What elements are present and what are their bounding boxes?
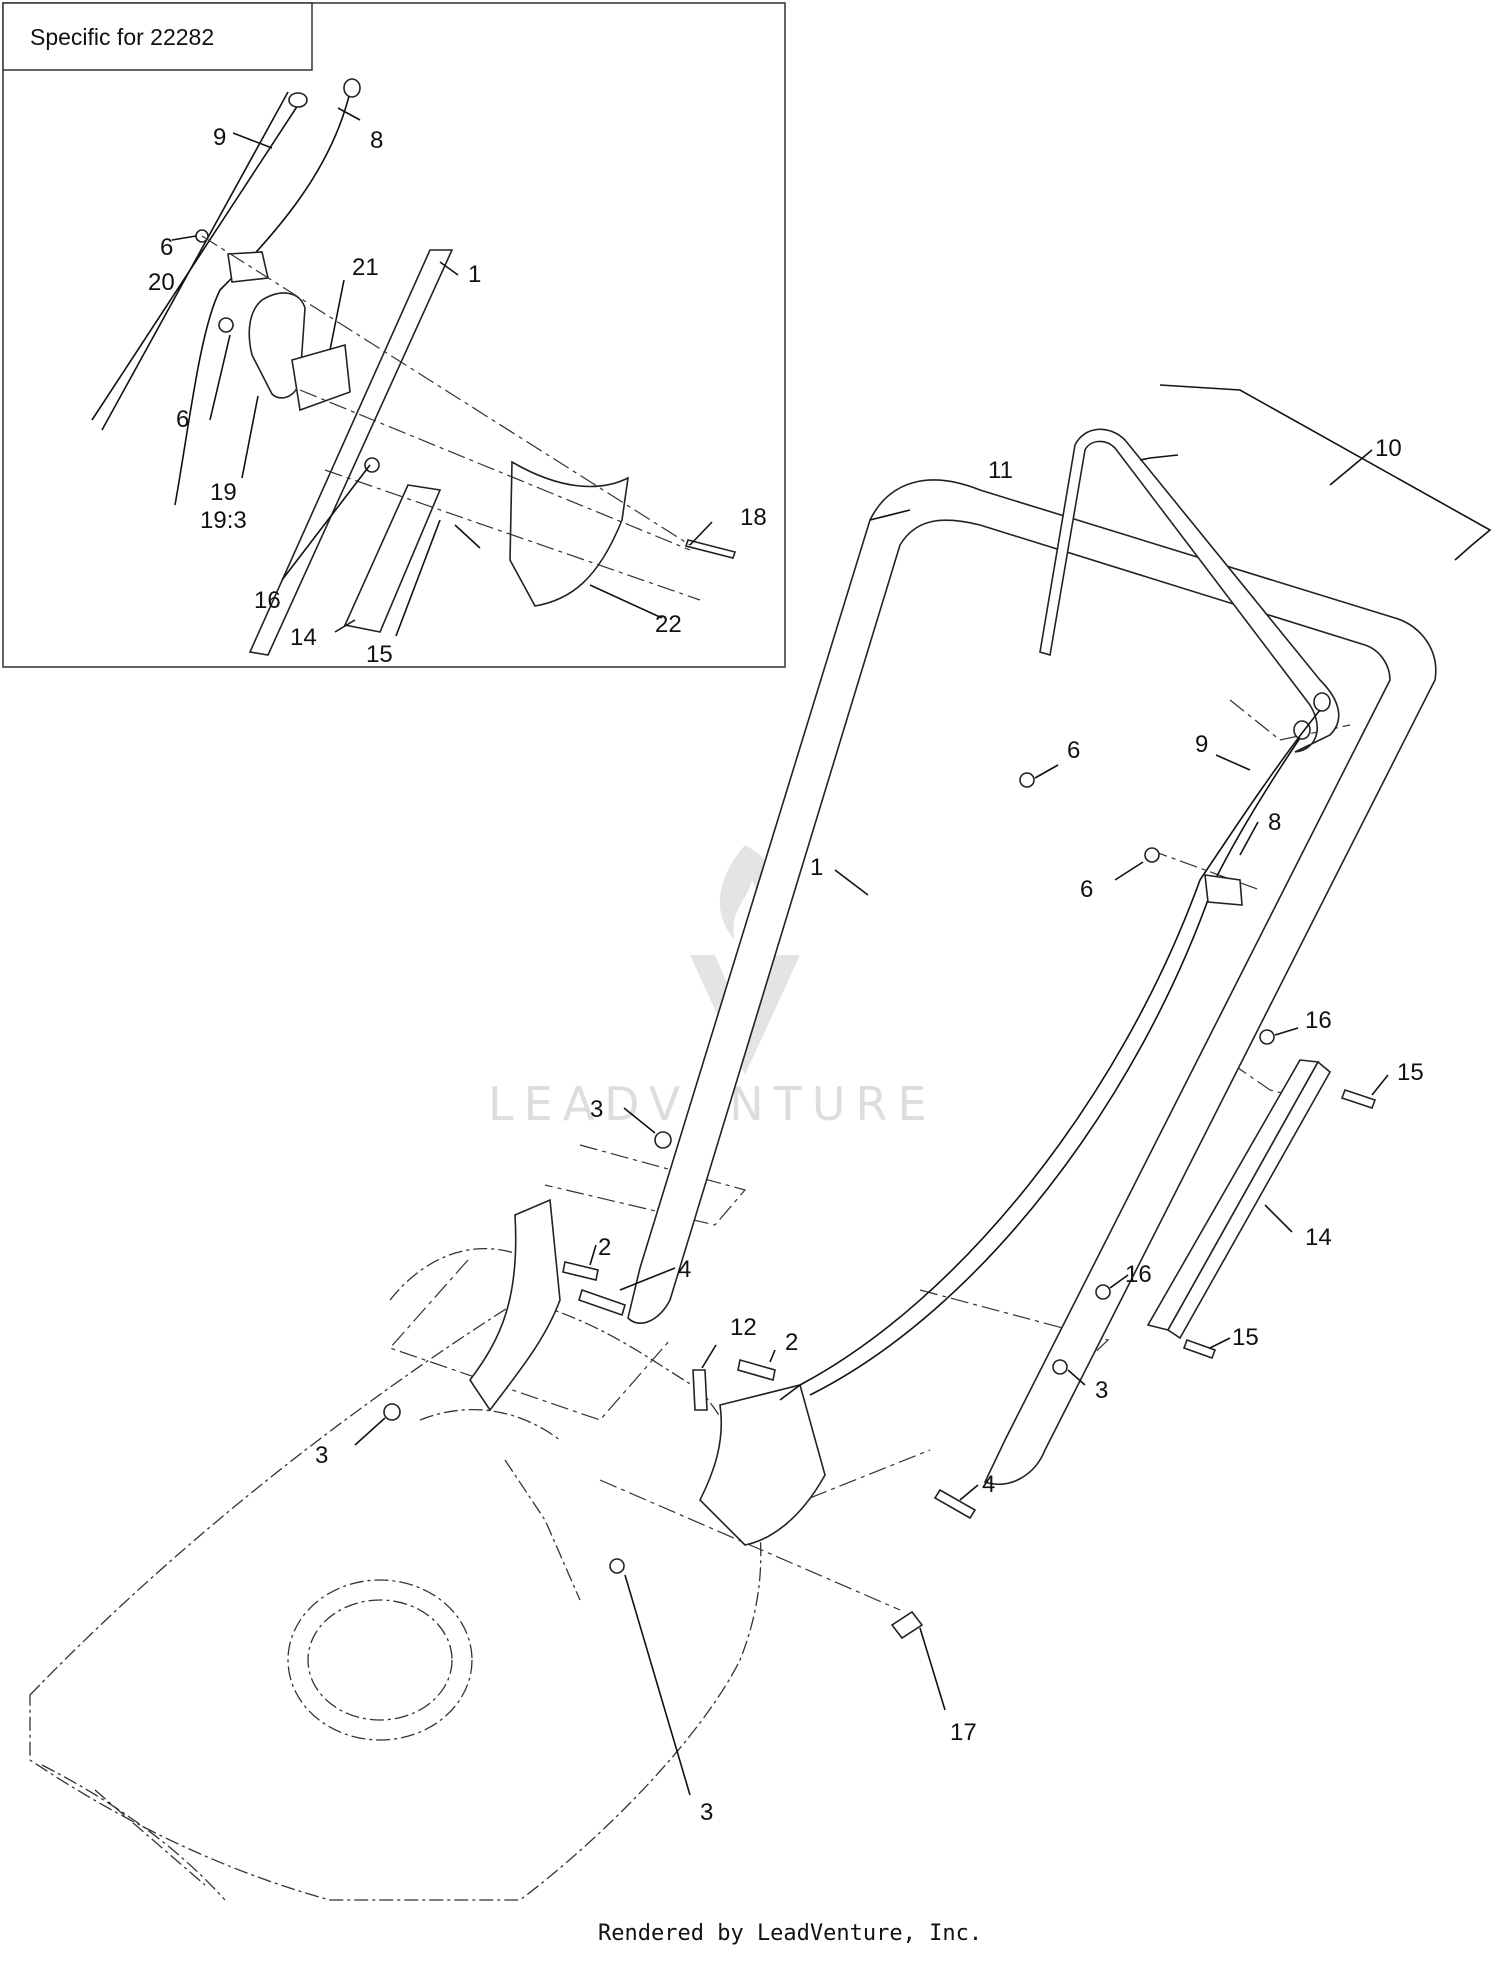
- inset-lever-19: [248, 292, 306, 399]
- right-handle-bracket: [699, 1384, 826, 1546]
- inset-bracket-21: [291, 343, 351, 412]
- bail-11: [1039, 428, 1340, 753]
- callout-main-6b: 6: [1080, 876, 1093, 903]
- bolt-2b: [737, 1358, 776, 1382]
- callout-main-1: 1: [810, 854, 823, 881]
- nut-16b: [1095, 1284, 1111, 1300]
- bolt-4b: [933, 1488, 977, 1520]
- control-cable-9-8: [779, 692, 1331, 1401]
- callout-main-4b: 4: [982, 1471, 995, 1498]
- nut-3b: [1052, 1359, 1068, 1375]
- callout-main-14: 14: [1305, 1224, 1332, 1251]
- plane-upper-left: [544, 1144, 747, 1226]
- callout-inset-14: 14: [290, 624, 317, 651]
- inset-handle-tube-1: [248, 249, 454, 656]
- callout-inset-18: 18: [740, 504, 767, 531]
- inset-nut-6b: [218, 317, 234, 333]
- footer-credit: Rendered by LeadVenture, Inc.: [598, 1921, 982, 1946]
- callout-inset-9: 9: [213, 124, 226, 151]
- callout-main-11: 11: [988, 457, 1013, 484]
- callout-inset-15: 15: [366, 641, 393, 668]
- callout-inset-8: 8: [370, 127, 383, 154]
- callout-inset-16: 16: [254, 587, 281, 614]
- callout-main-8: 8: [1268, 809, 1281, 836]
- nut-6b: [1144, 847, 1160, 863]
- callout-main-3d: 3: [700, 1799, 713, 1826]
- callout-inset-20: 20: [148, 269, 175, 296]
- bolt-12: [692, 1369, 708, 1411]
- callout-main-16b: 16: [1125, 1261, 1152, 1288]
- nut-3c: [383, 1403, 401, 1421]
- callout-main-3a: 3: [590, 1096, 603, 1123]
- nut-3d: [609, 1558, 625, 1574]
- callout-inset-19: 19: [210, 479, 237, 506]
- left-handle-bracket: [469, 1198, 561, 1412]
- handle-frame-1: [627, 479, 1437, 1485]
- cable-clamp: [1204, 874, 1243, 906]
- inset-bolt-18: [684, 539, 737, 559]
- mower-deck: [29, 1248, 762, 1901]
- callout-main-10: 10: [1375, 435, 1402, 462]
- callout-main-2b: 2: [785, 1329, 798, 1356]
- inset-strap-14: [343, 484, 442, 633]
- nut-3a: [654, 1131, 672, 1149]
- rod-10: [1159, 384, 1492, 561]
- inset-nut-16: [364, 457, 380, 473]
- inset-title-box: [2, 2, 313, 71]
- callout-main-3b: 3: [1095, 1377, 1108, 1404]
- callout-main-9: 9: [1195, 731, 1208, 758]
- inset-cable-9: [91, 91, 308, 431]
- nut-16a: [1259, 1029, 1275, 1045]
- callout-main-2a: 2: [598, 1234, 611, 1261]
- inset-title: Specific for 22282: [30, 24, 214, 50]
- callout-main-6a: 6: [1067, 737, 1080, 764]
- inset-bolt-15: [454, 524, 481, 549]
- callout-main-17: 17: [950, 1719, 977, 1746]
- callout-main-4a: 4: [678, 1256, 691, 1283]
- callout-inset-21: 21: [352, 254, 379, 281]
- callout-main-16a: 16: [1305, 1007, 1332, 1034]
- callout-main-15a: 15: [1397, 1059, 1424, 1086]
- callout-inset-6b: 6: [176, 406, 189, 433]
- callout-main-3c: 3: [315, 1442, 328, 1469]
- callout-inset-6a: 6: [160, 234, 173, 261]
- callout-inset-19-3: 19:3: [200, 507, 247, 534]
- bolt-15a: [1340, 1088, 1377, 1110]
- callout-main-15b: 15: [1232, 1324, 1259, 1351]
- callout-inset-22: 22: [655, 611, 682, 638]
- bolt-15b: [1182, 1338, 1217, 1360]
- callout-main-12: 12: [730, 1314, 757, 1341]
- callout-inset-1: 1: [468, 261, 481, 288]
- nut-6a: [1019, 772, 1035, 788]
- bolt-4a: [578, 1288, 626, 1317]
- inset-panel: Specific for 22282: [2, 2, 786, 668]
- inset-cable-8: [174, 78, 361, 506]
- decal-17: [890, 1610, 924, 1640]
- main-assembly: 10 11 6 9 8 1 6 16 15 3 2 4 14 16 15 12 …: [29, 384, 1492, 1901]
- bolt-2a: [562, 1261, 599, 1281]
- inset-cover-22: [509, 460, 630, 607]
